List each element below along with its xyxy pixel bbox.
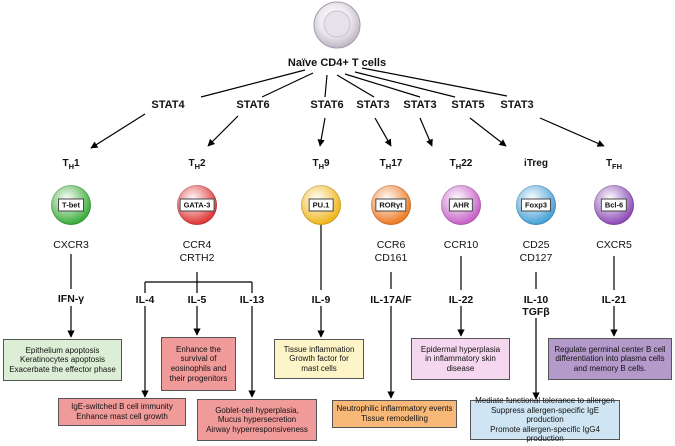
- cytokine-il13: IL-13: [239, 294, 265, 306]
- marker-th17-a: CCR6: [376, 239, 406, 251]
- cytokine-il22: IL-22: [448, 294, 474, 306]
- branch-line-stat3-c: [361, 67, 508, 97]
- effect-treg-line3: Promote allergen-specific IgG4 productio…: [490, 424, 600, 444]
- effect-il5-line4: their progenitors: [169, 373, 228, 383]
- arrow-stat3-tfh: [539, 117, 605, 147]
- cytokine-ifng: IFN-γ: [57, 293, 85, 305]
- subset-title-tfh: TFH: [605, 158, 623, 171]
- effect-il13-line3: Airway hyperresponsiveness: [206, 424, 308, 434]
- effect-il13-line1: Goblet-cell hyperplasia,: [215, 405, 299, 415]
- stat-label-3: STAT6: [310, 99, 344, 111]
- stat-label-2: STAT6: [236, 99, 270, 111]
- branch-line-stat6-a: [261, 72, 314, 98]
- tf-label-bcl6: Bcl-6: [600, 198, 628, 212]
- effect-th22-line2: in inflammatory skin: [425, 354, 496, 364]
- cytokine-il4: IL-4: [135, 294, 155, 306]
- effect-il5-line1: Enhance the: [176, 344, 221, 354]
- marker-th1: CXCR3: [53, 239, 89, 251]
- tf-label-foxp3: Foxp3: [520, 198, 552, 212]
- stat-label-4: STAT3: [356, 99, 390, 111]
- marker-th2-b: CRTH2: [179, 252, 215, 264]
- marker-th17-b: CD161: [374, 252, 408, 264]
- tf-label-rorgt: RORγt: [375, 198, 407, 212]
- arrow-stat3-th22: [419, 117, 433, 147]
- effect-tfh-line3: and memory B cells.: [573, 363, 647, 373]
- effect-il5-line3: eosinophils and: [170, 364, 227, 373]
- effect-th17-line2: Tissue remodelling: [361, 414, 428, 423]
- cytokine-tgfb: TGFβ: [522, 306, 550, 318]
- tf-label-gata3: GATA-3: [179, 198, 215, 212]
- subset-title-th9: TH9: [312, 158, 330, 171]
- subset-title-itreg: iTreg: [524, 158, 548, 169]
- stat-label-1: STAT4: [151, 99, 185, 111]
- branch-line-stat5: [354, 71, 456, 98]
- arrow-stat4-th1: [90, 113, 146, 149]
- subset-title-th2: TH2: [188, 158, 206, 171]
- branch-line-stat4: [200, 69, 306, 98]
- effect-th22-line1: Epidermal hyperplasia: [420, 344, 501, 354]
- effect-th1-line2: Keratinocytes apoptosis: [20, 355, 105, 365]
- stat-label-6: STAT5: [451, 99, 485, 111]
- marker-itreg-a: CD25: [522, 239, 550, 251]
- marker-itreg-b: CD127: [519, 252, 553, 264]
- cytokine-il10: IL-10: [523, 294, 549, 306]
- effect-il13-line2: Mucus hypersecretion: [217, 415, 297, 425]
- cytokine-il17: IL-17A/F: [370, 294, 412, 306]
- root-label: Naïve CD4+ T cells: [287, 57, 387, 69]
- branch-line-stat3-b: [344, 73, 421, 98]
- branch-line-stat3-a: [336, 74, 375, 98]
- effect-th9-line1: Tissue inflammation: [283, 344, 355, 354]
- effect-th22-line3: disease: [446, 363, 475, 373]
- arrow-stat6-th9: [317, 117, 326, 147]
- effect-treg-line1: Mediate functional tolerance to allergen: [475, 396, 615, 406]
- effect-th1-line1: Epithelium apoptosis: [25, 345, 100, 355]
- arrow-stat3-th17: [374, 117, 392, 147]
- effect-box-treg: Mediate functional tolerance to allergen…: [470, 396, 620, 443]
- stat-label-7: STAT3: [500, 99, 534, 111]
- effect-th9-line2: Growth factor for: [289, 354, 349, 364]
- tf-label-pu1: PU.1: [308, 198, 334, 212]
- stat-label-5: STAT3: [403, 99, 437, 111]
- cytokine-il9: IL-9: [311, 294, 331, 306]
- marker-th22: CCR10: [443, 239, 479, 251]
- subset-title-th22: TH22: [449, 158, 473, 171]
- effect-th17-line1: Neutrophilic inflammatory events: [336, 404, 453, 414]
- effect-treg-line2: Suppress allergen-specific IgE productio…: [490, 405, 600, 425]
- effect-il4-line2: Enhance mast cell growth: [76, 412, 168, 421]
- branch-line-stat6-b: [324, 74, 328, 98]
- naive-cell: [313, 1, 361, 49]
- effect-th9-line3: mast cells: [301, 363, 337, 373]
- subset-title-th1: TH1: [62, 158, 80, 171]
- effect-box-il13: Goblet-cell hyperplasia,Mucus hypersecre…: [197, 399, 317, 441]
- cytokine-il5: IL-5: [187, 294, 207, 306]
- tf-label-tbet: T-bet: [58, 198, 84, 212]
- arrow-stat5-itreg: [469, 117, 507, 147]
- tf-label-ahr: AHR: [448, 198, 474, 212]
- effect-tfh-line2: differentiation into plasma cells: [555, 354, 665, 364]
- cytokine-il21: IL-21: [601, 294, 627, 306]
- arrow-stat6-th2: [207, 115, 239, 147]
- subset-title-th17: TH17: [379, 158, 403, 171]
- effect-tfh-line1: Regulate germinal center B cell: [554, 344, 666, 354]
- effect-th1-line3: Exacerbate the effector phase: [9, 364, 116, 374]
- effect-il5-line2: survival of: [180, 354, 217, 364]
- marker-tfh: CXCR5: [596, 239, 632, 251]
- effect-il4-line1: IgE-switched B cell immunity: [71, 402, 173, 412]
- marker-th2-a: CCR4: [182, 239, 212, 251]
- branch-arrows: [67, 67, 618, 400]
